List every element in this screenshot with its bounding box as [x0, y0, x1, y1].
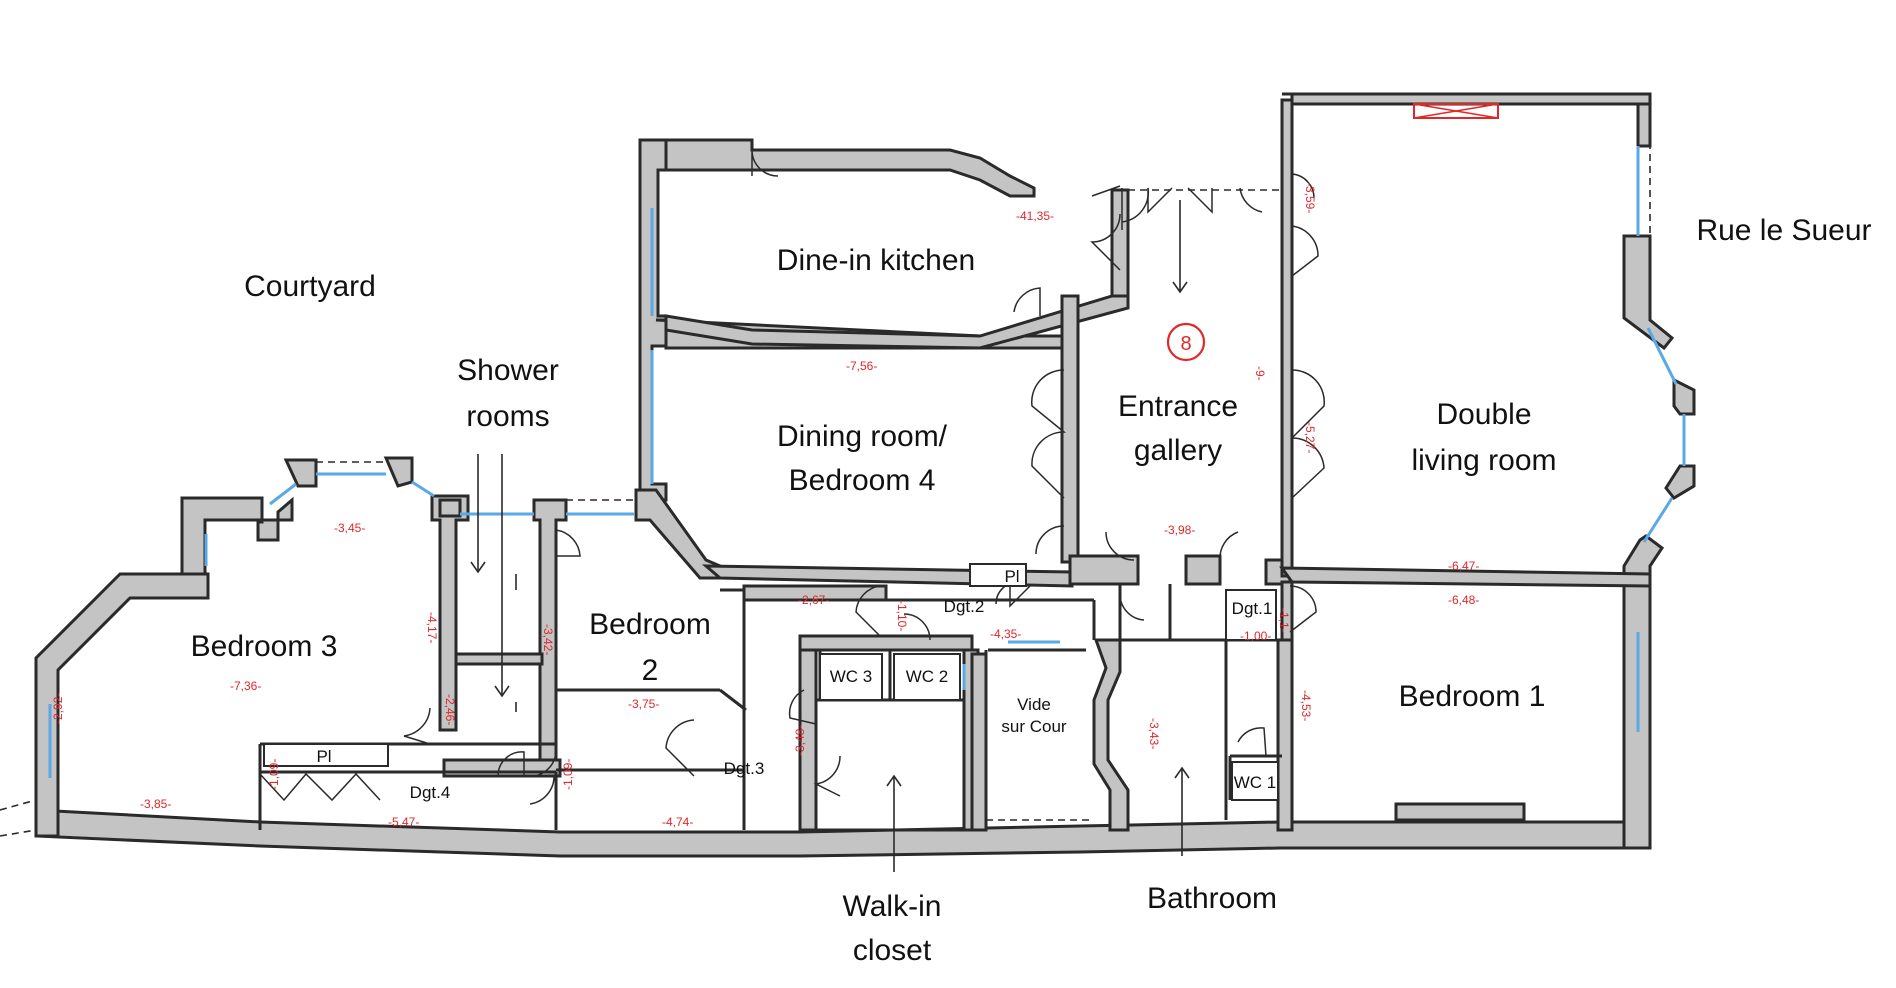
wall-bedroom3-right — [430, 494, 470, 732]
apartment-number: 8 — [1180, 333, 1191, 355]
apartment-number-circle — [1166, 322, 1206, 362]
dim-bedroom3-bottom: -3,85- — [140, 797, 171, 811]
dim-dgt2-bottom: -4,35- — [990, 627, 1021, 641]
label-dgt3: Dgt.3 — [724, 759, 765, 778]
label-dgt1: Dgt.1 — [1232, 599, 1273, 618]
dgt1-box — [1225, 589, 1277, 641]
label-dgt2: Dgt.2 — [944, 597, 985, 616]
wall-kitchen-lower — [664, 294, 1130, 350]
room-labels: Courtyard Rue le Sueur Shower rooms Dine… — [191, 214, 1872, 967]
label-pl-2: Pl — [316, 747, 331, 766]
wall-living-bay-right2 — [1664, 464, 1696, 500]
label-bedroom-2-1: Bedroom — [589, 608, 711, 641]
dim-bathroom-side: -3,43- — [1147, 718, 1161, 749]
dim-dgt3-bottom: -4,74- — [662, 815, 693, 829]
wall-living-right-mid — [1622, 234, 1675, 351]
wall-bedroom3-top — [180, 496, 294, 576]
label-wc2: WC 2 — [906, 667, 949, 686]
wall-bathroom-right — [1276, 638, 1294, 832]
fireplace-marker — [1413, 103, 1499, 119]
label-vide-2: sur Cour — [1001, 717, 1067, 736]
label-courtyard: Courtyard — [244, 270, 376, 303]
dim-dgt4-side: -1,09- — [267, 759, 281, 790]
dim-dgt1-bottom: -1,00- — [1240, 629, 1271, 643]
dim-dgt4-bottom: -5,47- — [388, 815, 419, 829]
dim-bedroom2: -3,75- — [628, 697, 659, 711]
wc1-box — [1231, 761, 1279, 801]
dim-corridor-top: -2,67- — [798, 593, 829, 607]
dim-dining: -7,56- — [846, 359, 877, 373]
wall-kitchen-right — [1110, 188, 1130, 306]
walls — [34, 92, 1696, 858]
wall-left — [34, 572, 210, 838]
wall-living-left — [1280, 98, 1294, 578]
dimension-labels: -41,35- -7,56- -9- -3,98- -3,59- -5,27- … — [51, 182, 1479, 829]
label-bedroom-2-2: 2 — [642, 654, 659, 687]
wall-bathroom-left — [1092, 638, 1130, 832]
wall-kitchen-top — [640, 138, 1036, 198]
label-living-2: living room — [1411, 444, 1556, 477]
dim-closet-side: -3,48- — [793, 725, 807, 756]
windows — [48, 146, 1686, 778]
label-bedroom-1: Bedroom 1 — [1399, 680, 1546, 713]
label-wc3: WC 3 — [830, 667, 873, 686]
dim-bedroom3-side: -2,92- — [51, 693, 65, 724]
dim-shower-mid: -2,46- — [443, 694, 457, 725]
wall-bedroom3-bay-left — [283, 458, 318, 488]
dim-shower-side: -4,17- — [425, 612, 439, 643]
wall-entrance-bottom2 — [1184, 554, 1222, 586]
label-pl-1: Pl — [1004, 567, 1019, 586]
wall-living-bay-right — [1672, 377, 1696, 416]
dim-bedroom2-side: -3,42- — [541, 624, 555, 655]
wall-shower-mid — [454, 652, 544, 666]
wall-living-bottom — [1279, 566, 1652, 588]
label-bedroom-3: Bedroom 3 — [191, 630, 338, 663]
dim-living-bottom: -6,47- — [1448, 559, 1479, 573]
label-living-1: Double — [1436, 398, 1531, 431]
dim-entrance-v: -9- — [1253, 366, 1267, 381]
label-bathroom: Bathroom — [1147, 882, 1277, 915]
label-dining-room-2: Bedroom 4 — [789, 464, 936, 497]
label-vide-1: Vide — [1017, 695, 1051, 714]
arrows — [470, 200, 1190, 872]
wc3-box — [819, 653, 883, 701]
dim-corridor-side: -1,10- — [895, 600, 909, 631]
pl2-box — [263, 743, 389, 767]
dim-dgt1-side: -1,1- — [1277, 608, 1291, 633]
dim-dgt3-side: -1,09- — [561, 759, 575, 790]
label-wc1: WC 1 — [1234, 773, 1277, 792]
label-entrance-1: Entrance — [1118, 390, 1238, 423]
dim-bedroom3-mid: -7,36- — [230, 679, 261, 693]
label-entrance-2: gallery — [1134, 434, 1222, 467]
dim-kitchen: -41,35- — [1016, 209, 1054, 223]
wall-wc-top — [798, 634, 974, 652]
dim-living-mid: -5,27- — [1303, 422, 1317, 453]
wall-living-right-bottom — [1622, 534, 1665, 850]
label-dgt4: Dgt.4 — [410, 783, 451, 802]
wc2-box — [893, 653, 961, 701]
dim-bedroom1-side: -4,53- — [1299, 690, 1313, 721]
wall-bedroom1-radiator — [1394, 802, 1526, 822]
label-shower-rooms-2: rooms — [466, 400, 549, 433]
dim-entrance-h: -3,98- — [1164, 523, 1195, 537]
dim-bedroom3-top: -3,45- — [334, 521, 365, 535]
wall-bedroom3-bay-right — [383, 456, 414, 488]
label-walk-in-1: Walk-in — [843, 890, 942, 923]
wall-entrance-left — [1060, 294, 1080, 564]
wall-shower — [438, 498, 462, 518]
small-rooms — [263, 563, 1279, 801]
label-shower-rooms-1: Shower — [457, 354, 559, 387]
label-walk-in-2: closet — [853, 934, 932, 967]
label-dining-room-1: Dining room/ — [777, 420, 948, 453]
dim-living-top: -3,59- — [1303, 182, 1317, 213]
dashed-openings — [0, 94, 1651, 837]
pl1-box — [969, 563, 1027, 587]
label-dine-in-kitchen: Dine-in kitchen — [777, 244, 975, 277]
dim-bedroom1-top: -6,48- — [1448, 593, 1479, 607]
wall-entrance-bottom — [1068, 554, 1140, 586]
wall-living-right-top — [1624, 102, 1652, 148]
wall-vide-left — [970, 652, 988, 832]
label-street: Rue le Sueur — [1696, 214, 1871, 247]
